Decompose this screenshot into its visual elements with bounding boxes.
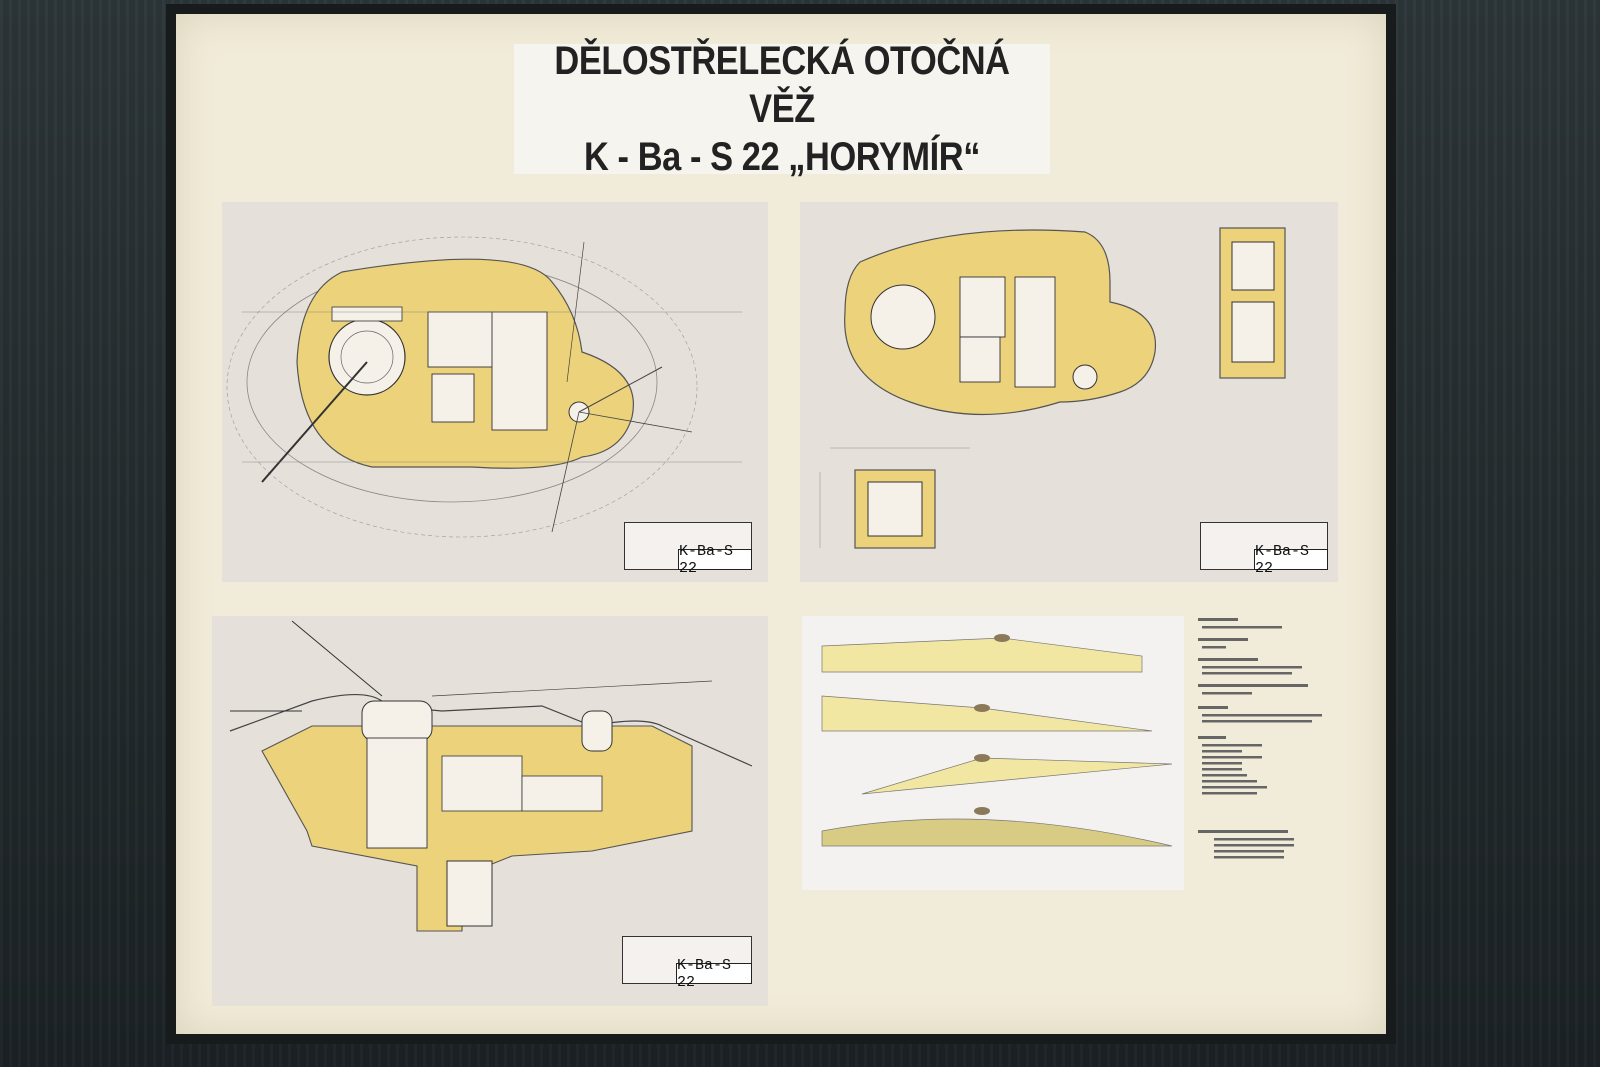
title-line-2: K - Ba - S 22 „HORYMÍR“ [584,135,980,179]
drawing-floor-plan-upper: K-Ba-S 22 [222,202,768,582]
cross-section-svg [229,620,753,932]
floor-plan-upper-svg [226,236,742,538]
info-column-texture [1198,618,1322,859]
title-plate: DĚLOSTŘELECKÁ OTOČNÁ VĚŽ K - Ba - S 22 „… [514,39,1050,179]
terrain-profiles-svg [821,634,1173,847]
title-line-1: DĚLOSTŘELECKÁ OTOČNÁ VĚŽ [554,39,1010,131]
drawing-floor-plan-lower: K-Ba-S 22 [800,202,1338,582]
drawing-stamp-label: K-Ba-S 22 [676,957,752,991]
drawing-stamp-label: K-Ba-S 22 [678,543,752,577]
drawing-stamp-label: K-Ba-S 22 [1254,543,1328,577]
info-column [1194,616,1344,890]
drawing-terrain-profiles [802,616,1184,890]
floor-plan-lower-svg [819,227,1286,549]
drawing-cross-section: K-Ba-S 22 [212,616,768,1006]
